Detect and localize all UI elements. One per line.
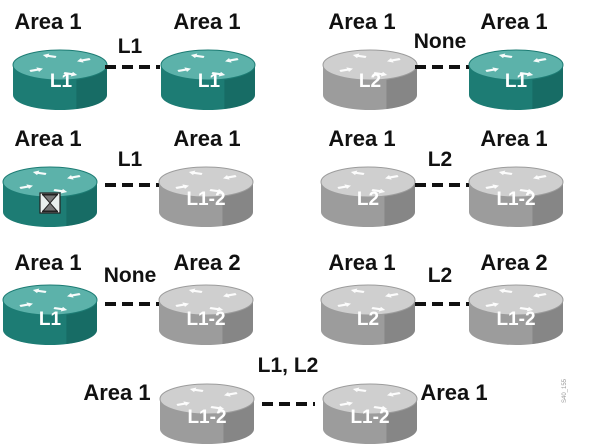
router-icon <box>159 383 255 444</box>
router-top <box>468 166 564 198</box>
router-area-label: Area 2 <box>480 250 547 275</box>
router-icon <box>320 166 416 227</box>
router-icon <box>158 166 254 227</box>
router-arrows <box>339 387 401 411</box>
router-arrows <box>19 170 81 194</box>
router-shade <box>532 65 564 110</box>
router-top <box>160 49 256 81</box>
router-shade <box>532 300 564 345</box>
router-top <box>320 166 416 198</box>
router-shade <box>222 300 254 345</box>
adjacency-pair-6: Area 1 L2 L2 Area 2 L1-2 <box>320 250 564 345</box>
router-icon <box>158 284 254 345</box>
router-area-label: Area 1 <box>328 126 395 151</box>
router-level-label: L2 <box>357 189 379 210</box>
router-icon <box>322 49 418 110</box>
router-area-label: Area 1 <box>14 250 81 275</box>
router-area-label: Area 1 <box>14 126 81 151</box>
router-arrows <box>177 53 239 77</box>
router-top <box>158 166 254 198</box>
router-arrows <box>339 53 401 77</box>
adjacency-pair-3: Area 1 L1 Area 1 L1-2 <box>2 126 254 227</box>
router-shade <box>386 65 418 110</box>
router-level-label: L1 <box>50 71 73 92</box>
router-area-label: Area 1 <box>14 9 81 34</box>
hourglass-icon <box>39 192 61 214</box>
router-arrows <box>175 170 237 194</box>
link-label: L2 <box>428 148 453 171</box>
router-shade <box>224 65 256 110</box>
link-label: L1, L2 <box>258 354 319 377</box>
router-area-label: Area 1 <box>480 9 547 34</box>
router-top <box>158 284 254 316</box>
router-area-label: Area 1 <box>83 380 150 405</box>
router-level-label: L1-2 <box>496 309 535 330</box>
link-label: None <box>104 264 157 287</box>
router-top <box>159 383 255 415</box>
router-area-label: Area 1 <box>173 9 240 34</box>
router-arrows <box>176 387 238 411</box>
router-level-label: L1-2 <box>350 407 389 428</box>
router-icon <box>468 49 564 110</box>
link-label: L2 <box>428 264 453 287</box>
router-arrows <box>337 288 399 312</box>
link-label: None <box>414 30 467 53</box>
router-area-label: Area 1 <box>480 126 547 151</box>
router-shade <box>222 182 254 227</box>
router-area-label: Area 1 <box>328 250 395 275</box>
router-area-label: Area 1 <box>173 126 240 151</box>
router-arrows <box>19 288 81 312</box>
router-icon <box>2 284 98 345</box>
router-level-label: L2 <box>359 71 381 92</box>
adjacency-pair-1: Area 1 L1 L1 Area 1 L1 <box>12 9 256 110</box>
router-shade <box>384 300 416 345</box>
router-arrows <box>337 170 399 194</box>
router-level-label: L1-2 <box>186 189 225 210</box>
router-level-label: L1-2 <box>186 309 225 330</box>
router-shade <box>384 182 416 227</box>
router-level-label: L1-2 <box>496 189 535 210</box>
router-level-label: L1 <box>505 71 528 92</box>
adjacency-pair-2: Area 1 L2 None Area 1 L1 <box>322 9 564 110</box>
router-area-label: Area 1 <box>420 380 487 405</box>
router-arrows <box>485 170 547 194</box>
figure-id: S40_155 <box>562 378 568 403</box>
adjacency-pair-7: Area 1 L1-2 L1, L2 L1-2 Area 1 <box>83 354 488 444</box>
router-shade <box>66 300 98 345</box>
router-level-label: L1 <box>39 309 62 330</box>
router-area-label: Area 1 <box>328 9 395 34</box>
router-shade <box>66 182 98 227</box>
router-top <box>468 49 564 81</box>
router-level-label: L2 <box>357 309 379 330</box>
router-shade <box>386 399 418 444</box>
adjacency-pair-5: Area 1 L1 None Area 2 L1-2 <box>2 250 254 345</box>
router-top <box>468 284 564 316</box>
router-icon <box>468 166 564 227</box>
router-level-label: L1-2 <box>187 407 226 428</box>
router-icon <box>320 284 416 345</box>
router-level-label: L1 <box>198 71 221 92</box>
router-shade <box>532 182 564 227</box>
router-arrows <box>29 53 91 77</box>
router-top <box>320 284 416 316</box>
router-icon <box>322 383 418 444</box>
router-shade <box>76 65 108 110</box>
router-top <box>2 284 98 316</box>
router-shade <box>223 399 255 444</box>
router-icon <box>468 284 564 345</box>
router-icon <box>160 49 256 110</box>
link-label: L1 <box>118 35 143 58</box>
router-arrows <box>175 288 237 312</box>
link-label: L1 <box>118 148 143 171</box>
router-arrows <box>485 288 547 312</box>
router-area-label: Area 2 <box>173 250 240 275</box>
router-arrows <box>485 53 547 77</box>
router-top <box>322 383 418 415</box>
adjacency-pair-4: Area 1 L2 L2 Area 1 L1-2 <box>320 126 564 227</box>
